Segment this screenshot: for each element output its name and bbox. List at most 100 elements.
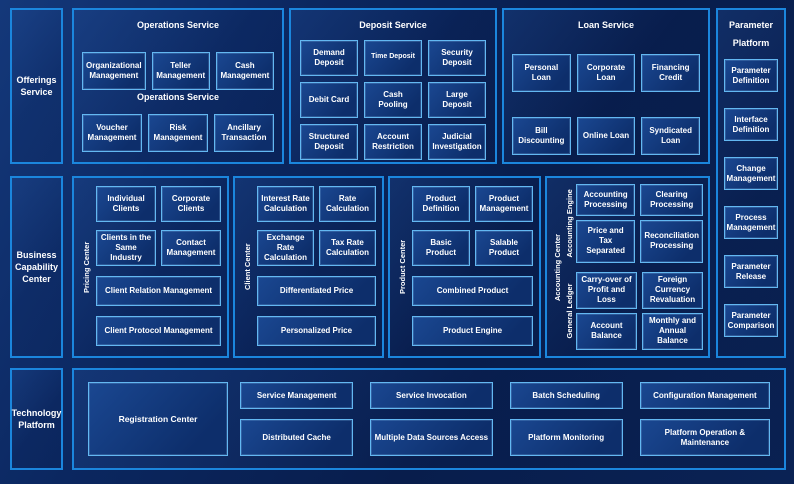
box-client-protocol-management: Client Protocol Management [96,316,221,346]
box-organizational-management: Organizational Management [82,51,146,90]
offerings-service-label-text: Offerings Service [16,74,57,97]
box-security-deposit: Security Deposit [428,39,486,76]
operations-service-title: Operations Service [136,20,220,30]
product-center-container: Product Center Product Definition Produc… [388,176,541,358]
box-interface-definition: Interface Definition [724,108,778,142]
box-configuration-management: Configuration Management [639,382,770,409]
box-contact-management: Contact Management [161,230,221,266]
technology-platform-container: Registration Center Service Management S… [72,368,786,470]
technology-platform-label-text: Technology Platform [11,407,62,430]
box-differentiated-price: Differentiated Price [257,276,376,306]
box-structured-deposit: Structured Deposit [300,123,358,160]
box-platform-operation-maintenance: Platform Operation & Maintenance [639,419,770,456]
loan-row1: Personal Loan Corporate Loan Financing C… [504,53,708,92]
technology-platform-label: Technology Platform [10,368,63,470]
product-center-content: Product Definition Product Management Ba… [409,186,533,348]
box-salable-product: Salable Product [475,230,533,266]
parameter-platform-title-line1: Parameter [728,20,774,30]
pricing-row1: Individual Clients Corporate Clients [96,186,221,222]
accounting-groups: Accounting Engine Accounting Processing … [563,184,703,350]
accounting-engine-grid: Accounting Processing Clearing Processin… [576,184,703,263]
accounting-engine-vertical-label: Accounting Engine [565,189,574,258]
box-foreign-currency-revaluation: Foreign Currency Revaluation [642,271,703,309]
deposit-service-title: Deposit Service [359,20,427,30]
operations-row2: Voucher Management Risk Management Ancil… [74,114,282,153]
box-individual-clients: Individual Clients [96,186,156,222]
box-reconciliation-processing: Reconciliation Processing [640,220,703,263]
box-cash-pooling: Cash Pooling [364,81,422,118]
client-row2: Exchange Rate Calculation Tax Rate Calcu… [257,230,376,266]
box-tax-rate-calculation: Tax Rate Calculation [319,230,376,266]
pricing-center-vertical-label: Pricing Center [82,241,91,293]
box-time-deposit: Time Deposit [364,39,422,76]
general-ledger-grid: Carry-over of Profit and Loss Foreign Cu… [576,271,703,350]
business-capability-center-label-text: Business Capability Center [15,249,59,285]
box-combined-product: Combined Product [412,276,533,306]
box-service-management: Service Management [240,382,354,409]
box-judicial-investigation: Judicial Investigation [428,123,486,160]
box-price-tax-separated: Price and Tax Separated [576,220,636,263]
box-basic-product: Basic Product [412,230,470,266]
box-rate-calculation: Rate Calculation [319,186,376,222]
product-row2: Basic Product Salable Product [412,230,533,266]
box-carry-over-profit-loss: Carry-over of Profit and Loss [576,271,637,309]
box-client-relation-management: Client Relation Management [96,276,221,306]
box-product-definition: Product Definition [412,186,470,222]
product-center-vertical-label: Product Center [398,239,407,295]
box-teller-management: Teller Management [151,51,210,90]
box-change-management: Change Management [724,157,778,191]
client-center-content: Interest Rate Calculation Rate Calculati… [254,186,376,348]
box-product-management: Product Management [475,186,533,222]
box-clearing-processing: Clearing Processing [640,184,703,217]
product-row1: Product Definition Product Management [412,186,533,222]
box-ancillary-transaction: Ancillary Transaction [214,114,274,153]
parameter-platform-container: Parameter Platform Parameter Definition … [716,8,786,358]
client-row1: Interest Rate Calculation Rate Calculati… [257,186,376,222]
box-interest-rate-calculation: Interest Rate Calculation [257,186,314,222]
box-personalized-price: Personalized Price [257,316,376,346]
technology-grid: Service Management Service Invocation Ba… [240,382,770,456]
box-clients-same-industry: Clients in the Same Industry [96,230,156,266]
pricing-row2: Clients in the Same Industry Contact Man… [96,230,221,266]
box-syndicated-loan: Syndicated Loan [641,116,701,155]
box-corporate-clients: Corporate Clients [161,186,221,222]
box-personal-loan: Personal Loan [512,53,571,92]
accounting-engine-group: Accounting Engine Accounting Processing … [563,184,703,263]
box-parameter-definition: Parameter Definition [724,59,778,93]
deposit-grid: Demand Deposit Time Deposit Security Dep… [291,39,495,160]
accounting-center-container: Accounting Center Accounting Engine Acco… [545,176,710,358]
pricing-center-container: Pricing Center Individual Clients Corpor… [72,176,229,358]
client-center-vertical-label: Client Center [243,243,252,291]
box-risk-management: Risk Management [148,114,208,153]
operations-service-mid-label: Operations Service [136,91,220,102]
box-cash-management: Cash Management [215,51,274,90]
box-account-restriction: Account Restriction [364,123,422,160]
box-financing-credit: Financing Credit [641,53,701,92]
client-center-container: Client Center Interest Rate Calculation … [233,176,384,358]
box-demand-deposit: Demand Deposit [300,39,358,76]
pricing-center-content: Individual Clients Corporate Clients Cli… [93,186,221,348]
loan-row2: Bill Discounting Online Loan Syndicated … [504,116,708,155]
operations-row1: Organizational Management Teller Managem… [74,51,282,90]
deposit-service-container: Deposit Service Demand Deposit Time Depo… [289,8,497,164]
general-ledger-vertical-label: General Ledger [565,283,574,339]
box-parameter-comparison: Parameter Comparison [724,304,778,338]
box-service-invocation: Service Invocation [370,382,493,409]
box-monthly-annual-balance: Monthly and Annual Balance [642,312,703,350]
box-online-loan: Online Loan [576,116,636,155]
box-large-deposit: Large Deposit [428,81,486,118]
box-exchange-rate-calculation: Exchange Rate Calculation [257,230,314,266]
box-product-engine: Product Engine [412,316,533,346]
box-multiple-data-sources-access: Multiple Data Sources Access [370,419,493,456]
box-account-balance: Account Balance [576,312,637,350]
box-debit-card: Debit Card [300,81,358,118]
box-platform-monitoring: Platform Monitoring [509,419,623,456]
box-distributed-cache: Distributed Cache [240,419,354,456]
accounting-center-vertical-label: Accounting Center [553,233,562,301]
loan-service-title: Loan Service [577,20,635,30]
business-capability-center-label: Business Capability Center [10,176,63,358]
box-corporate-loan: Corporate Loan [576,53,636,92]
box-registration-center: Registration Center [88,382,228,456]
parameter-platform-title-line2: Platform [732,37,770,48]
